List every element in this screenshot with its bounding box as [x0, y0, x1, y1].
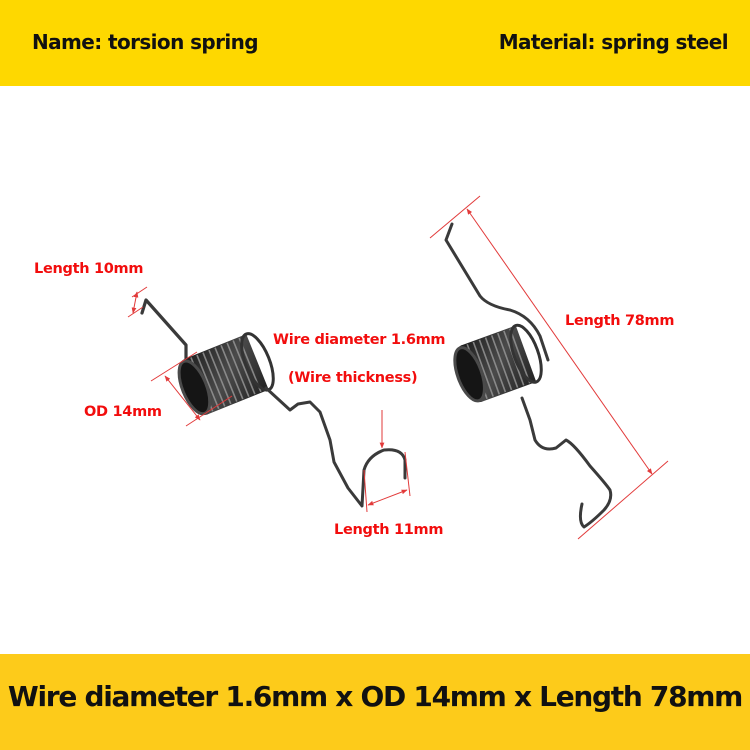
label-outer-diameter: OD 14mm: [84, 404, 162, 420]
spec-summary: Wire diameter 1.6mm x OD 14mm x Length 7…: [7, 680, 743, 713]
product-name: Name: torsion spring: [32, 30, 259, 54]
product-photo: Length 10mm OD 14mm Wire diameter 1.6mm …: [0, 86, 750, 654]
label-hook-length-11mm: Length 11mm: [334, 522, 444, 538]
left-torsion-spring: [140, 298, 407, 508]
label-wire-diameter: Wire diameter 1.6mm: [273, 332, 446, 348]
label-leg-length-10mm: Length 10mm: [34, 261, 144, 277]
right-torsion-spring: [444, 222, 613, 529]
dimension-lines: [127, 195, 669, 540]
footer-banner: Wire diameter 1.6mm x OD 14mm x Length 7…: [0, 654, 750, 750]
product-material: Material: spring steel: [498, 30, 729, 54]
label-total-length-78mm: Length 78mm: [565, 313, 675, 329]
label-wire-thickness: (Wire thickness): [288, 370, 418, 386]
header-banner: Name: torsion spring Material: spring st…: [0, 0, 750, 86]
